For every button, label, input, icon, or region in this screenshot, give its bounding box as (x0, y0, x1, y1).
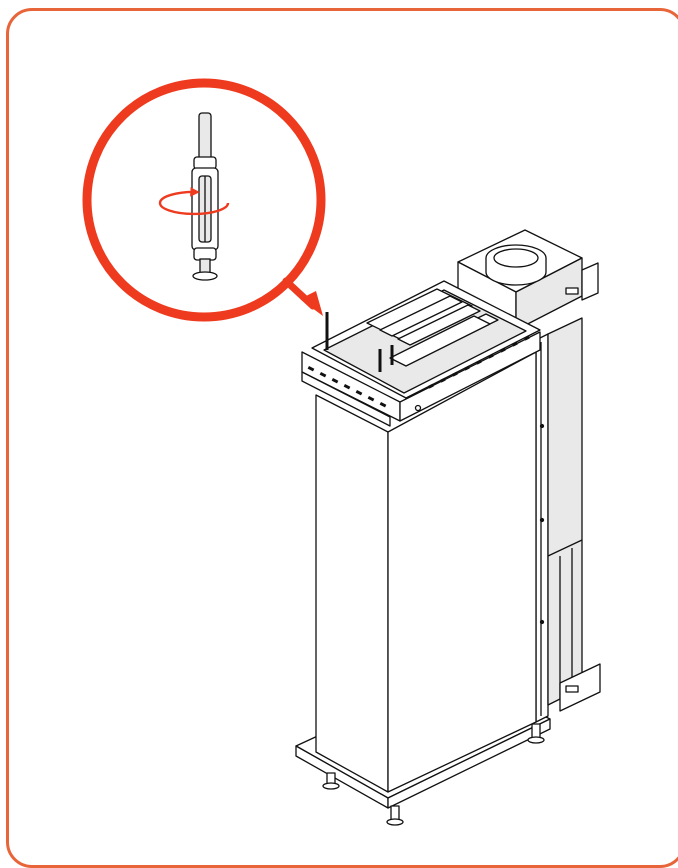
cabinet-illustration (295, 229, 601, 826)
cabinet-body (387, 351, 545, 793)
vent-slots (307, 335, 530, 408)
rear-rail (535, 333, 549, 723)
rotation-arrow-icon (158, 187, 230, 216)
side-panel (547, 317, 583, 706)
wall-bracket-top (565, 262, 599, 301)
detail-callout (82, 78, 326, 322)
duct-box (457, 229, 583, 331)
wall-bracket-bottom (559, 663, 601, 712)
vent-rail-side (399, 331, 541, 422)
front-panel (315, 394, 389, 793)
feet (322, 723, 545, 826)
callout-pointer-arrow (282, 277, 323, 316)
top-frame (311, 280, 541, 399)
